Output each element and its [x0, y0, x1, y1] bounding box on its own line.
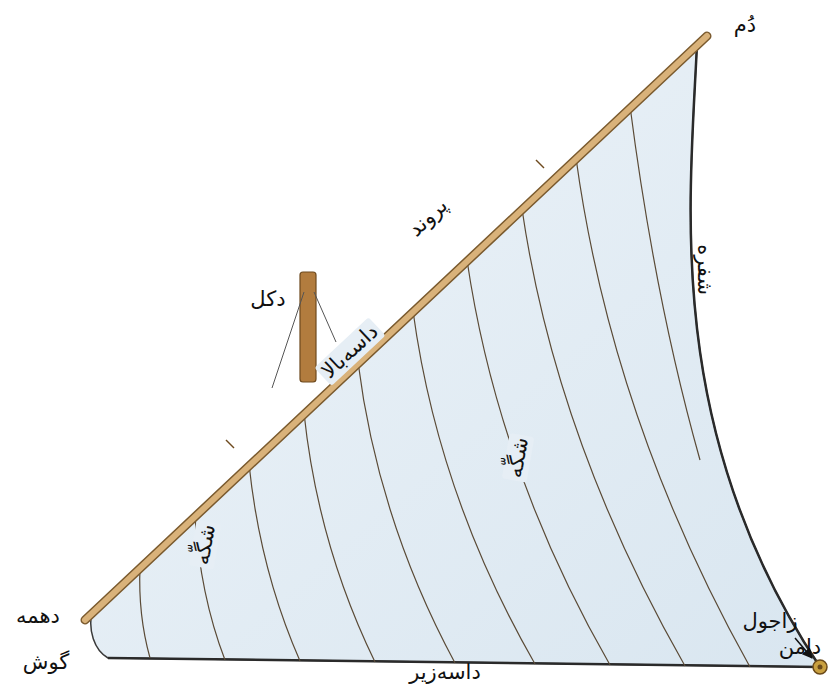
edge-label: شفره — [691, 242, 716, 299]
corner-label: گوش — [20, 650, 72, 675]
part-label: پروند — [401, 192, 455, 245]
clew-ring — [818, 665, 823, 670]
corner-label: دهمه — [13, 604, 63, 629]
rigging-line — [314, 292, 336, 342]
spar-joint — [226, 440, 234, 448]
yard-spar — [85, 36, 707, 620]
clew-ring — [813, 660, 827, 674]
spar-joint — [536, 160, 544, 168]
sail-cloth — [91, 44, 820, 667]
tip-label: دُم — [731, 13, 759, 38]
mast — [300, 272, 316, 382]
corner-label: دامن — [776, 635, 824, 660]
part-label: دکل — [247, 287, 288, 312]
sail-seams — [140, 106, 750, 667]
edge-label: داسه‌زیر — [406, 660, 484, 685]
part-label: زاجول — [739, 609, 800, 634]
leech-edge — [691, 44, 820, 667]
yard-spar — [85, 36, 707, 620]
